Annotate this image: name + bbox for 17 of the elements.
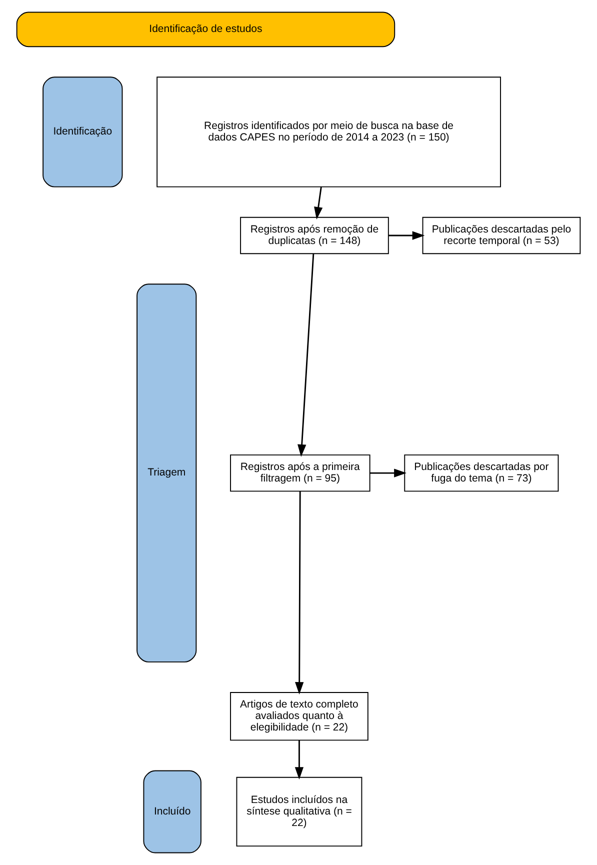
node-box: Identificação de estudos (16, 12, 396, 48)
arrow (370, 468, 406, 478)
node-box: Estudos incluídos na síntese qualitativa (n = 22) (236, 776, 362, 847)
node-box: Artigos de texto completo avaliados quanto à elegibilidade (n = 22) (230, 692, 368, 741)
node-box: Publicações descartadas por fuga do tema (n = 73) (404, 454, 559, 492)
arrow (298, 254, 314, 457)
node-box: Triagem (136, 284, 197, 662)
node-box: Identificação (42, 76, 123, 188)
node-box: Publicações descartadas pelo recorte temporal (n = 53) (422, 216, 581, 254)
node-box: Incluído (143, 770, 202, 854)
arrow (294, 740, 304, 780)
arrow (314, 186, 323, 220)
node-box: Registros após remoção de duplicatas (n = 148) (240, 216, 389, 254)
arrow (388, 231, 425, 240)
node-box: Registros após a primeira filtragem (n = 95) (230, 454, 370, 492)
node-box: Registros identificados por meio de busca na base de dados CAPES no período de 2014 a 2023 (n = 150) (156, 76, 501, 188)
arrow (295, 491, 304, 694)
